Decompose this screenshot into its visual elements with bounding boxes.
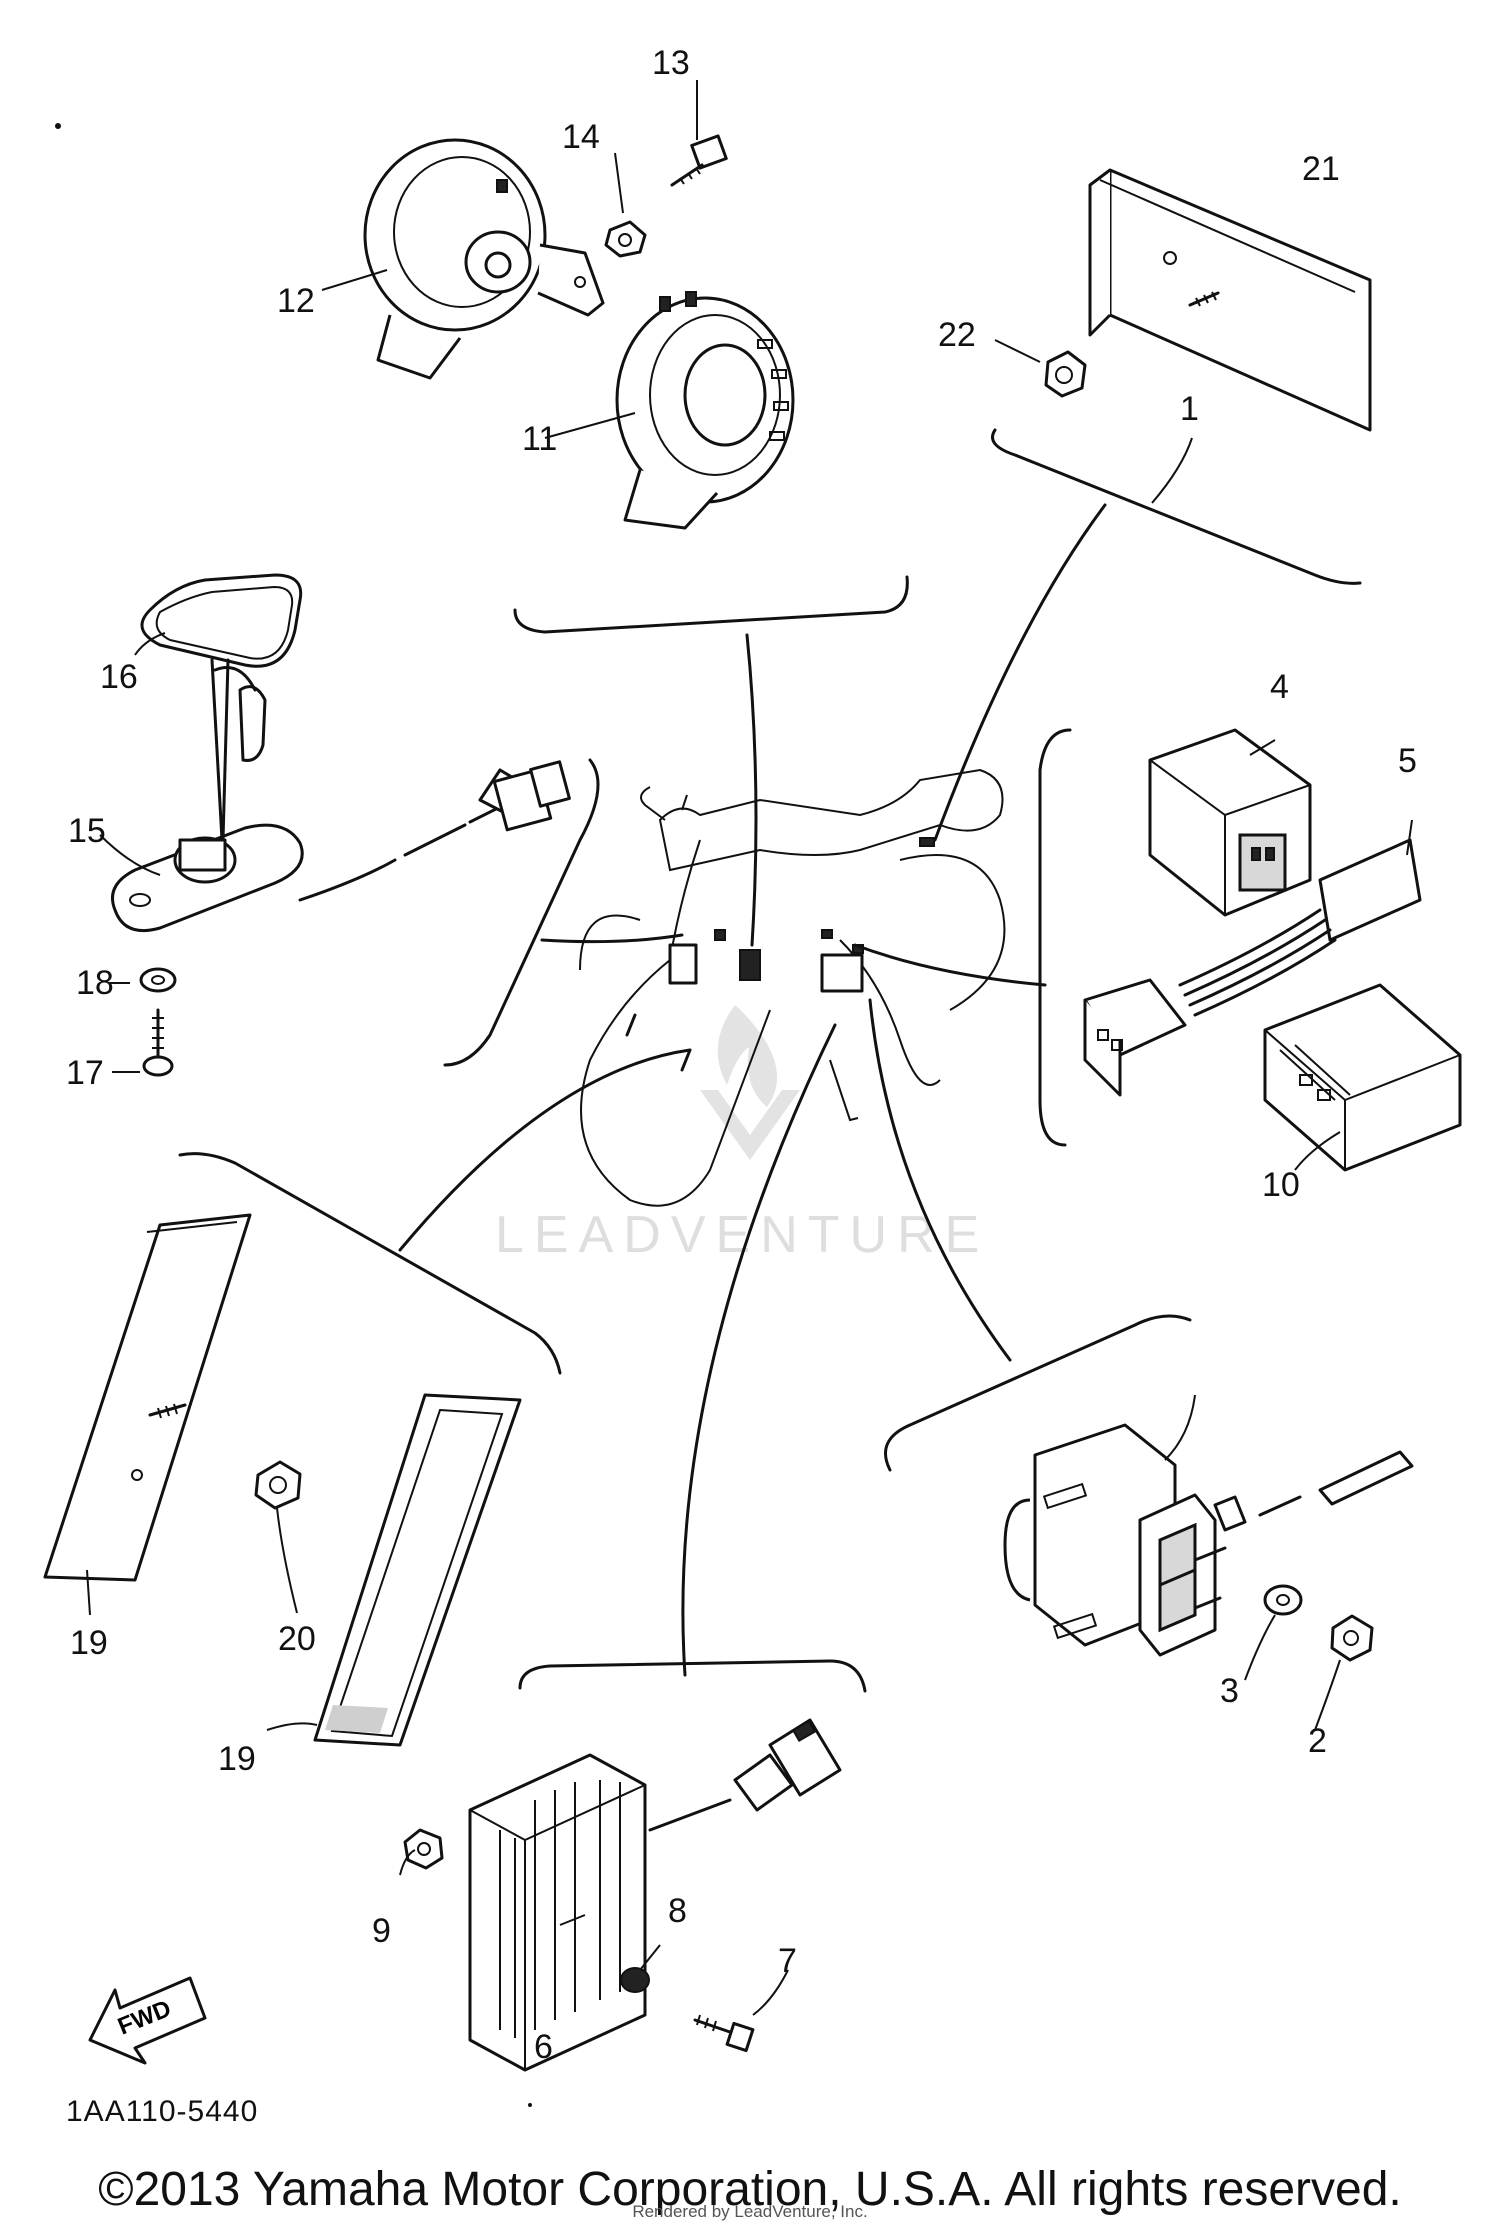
callout-15: 15	[68, 812, 106, 850]
callout-21: 21	[1302, 150, 1340, 188]
callout-4: 4	[1270, 668, 1289, 706]
callout-16: 16	[100, 658, 138, 696]
callout-5: 5	[1398, 742, 1417, 780]
rectifier-regulator-6	[468, 1718, 842, 2072]
callout-20: 20	[278, 1620, 316, 1658]
callout-lines	[86, 80, 1413, 2016]
callout-19b: 19	[218, 1740, 256, 1778]
callout-6: 6	[534, 2028, 553, 2066]
connector-10	[1263, 983, 1462, 1172]
nut-20	[254, 1460, 302, 1510]
callout-10: 10	[1262, 1166, 1300, 1204]
horn-11	[615, 291, 795, 530]
bolt-7	[693, 2014, 755, 2053]
callout-17: 17	[66, 1054, 104, 1092]
nut-2	[1330, 1614, 1374, 1662]
callout-9: 9	[372, 1912, 391, 1950]
bolt-13	[670, 134, 728, 187]
screw-17	[142, 1008, 174, 1077]
stray-dot-2	[528, 2103, 532, 2107]
copyright-notice: ©2013 Yamaha Motor Corporation, U.S.A. A…	[98, 2163, 1402, 2216]
callout-7: 7	[778, 1942, 797, 1980]
callout-11: 11	[522, 420, 557, 458]
nut-22	[1044, 350, 1087, 398]
bracket-reflector	[991, 428, 1362, 585]
horn-12	[363, 138, 605, 380]
reflector-19a	[43, 1213, 252, 1582]
fwd-arrow-icon: FWD	[88, 1976, 207, 2065]
watermark-logo	[700, 1005, 800, 1160]
callout-18: 18	[76, 964, 114, 1002]
starter-relay-1	[1003, 1423, 1414, 1657]
diagram-code: 1AA110-5440	[66, 2095, 259, 2128]
reflector-21	[1088, 168, 1372, 432]
callout-22: 22	[938, 316, 976, 354]
washer-3	[1263, 1584, 1303, 1616]
bracket-sender	[443, 758, 600, 1067]
bracket-relay	[1038, 728, 1072, 1147]
callout-2: 2	[1308, 1722, 1327, 1760]
bracket-rectifier	[518, 1659, 867, 1693]
nut-14	[604, 220, 647, 258]
bracket-horn	[513, 575, 909, 634]
watermark-text: LEADVENTURE	[495, 1206, 989, 1264]
callout-14: 14	[562, 118, 600, 156]
callout-numbers: 1 2 3 4 5 6 7 8 9 10 11 12 13 14 15 16 1…	[66, 44, 1417, 2066]
leader-lines	[398, 503, 1107, 1677]
connector-5	[1083, 838, 1422, 1097]
callout-19a: 19	[70, 1624, 108, 1662]
bracket-reflector-19	[178, 1152, 562, 1375]
callout-8: 8	[668, 1892, 687, 1930]
nut-8	[620, 1967, 650, 1993]
callout-1: 1	[1180, 390, 1199, 428]
reflector-19b	[313, 1393, 522, 1747]
callout-12: 12	[277, 282, 315, 320]
fuel-sender-15	[111, 658, 571, 933]
motorcycle-outline	[579, 768, 1006, 1207]
washer-18	[139, 967, 177, 993]
nut-9	[403, 1828, 444, 1870]
stray-dot	[55, 123, 61, 129]
callout-13: 13	[652, 44, 690, 82]
bracket-starter-relay	[884, 1314, 1192, 1472]
gasket-16	[140, 573, 303, 668]
relay-4	[1148, 728, 1312, 917]
credit-text: Rendered by LeadVenture, Inc.	[632, 2202, 868, 2221]
callout-3: 3	[1220, 1672, 1239, 1710]
